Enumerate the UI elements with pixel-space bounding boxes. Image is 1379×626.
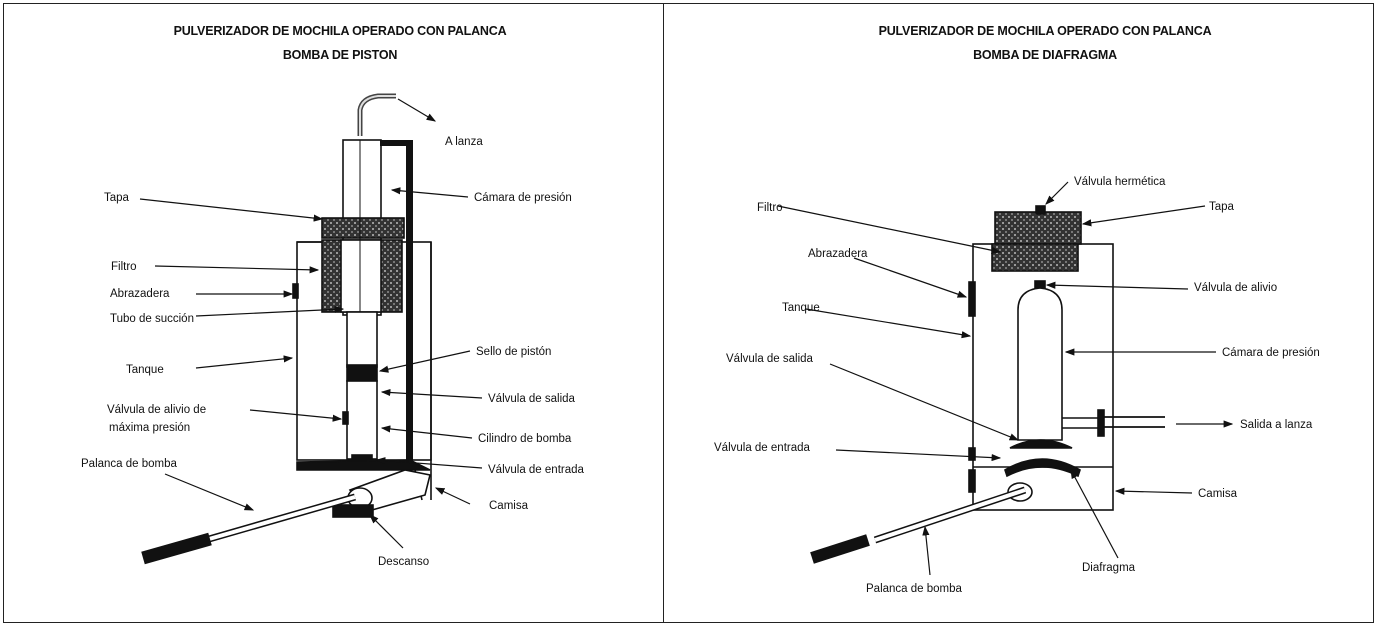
rest-block: [332, 504, 374, 518]
piston-leaders: [139, 98, 483, 549]
label-sello-piston: Sello de pistón: [476, 346, 551, 358]
label-tubo-succion: Tubo de succión: [110, 313, 194, 325]
label-valvula-entrada: Válvula de entrada: [714, 442, 811, 454]
label-palanca-bomba: Palanca de bomba: [81, 458, 178, 470]
pressure-chamber: [1017, 287, 1063, 441]
lance-hose: [357, 93, 396, 136]
pump-cylinder: [346, 380, 378, 460]
label-tapa: Tapa: [1209, 201, 1235, 213]
label-valvula-alivio: Válvula de alivio: [1194, 282, 1277, 294]
left-title-line1: PULVERIZADOR DE MOCHILA OPERADO CON PALA…: [173, 24, 507, 38]
label-camisa: Camisa: [489, 500, 529, 512]
label-a-lanza: A lanza: [445, 136, 483, 148]
label-valvula-salida: Válvula de salida: [488, 393, 576, 405]
label-camara-presion: Cámara de presión: [474, 192, 572, 204]
right-title-line1: PULVERIZADOR DE MOCHILA OPERADO CON PALA…: [878, 24, 1212, 38]
tank-bottom: [296, 459, 431, 471]
label-camisa: Camisa: [1198, 488, 1238, 500]
label-valvula-hermetica: Válvula hermética: [1074, 176, 1166, 188]
piston-labels: A lanza Cámara de presión Tapa Filtro Ab…: [81, 136, 585, 568]
left-title-line2: BOMBA DE PISTON: [282, 48, 398, 62]
diaphragm-leaders: [777, 181, 1234, 576]
piston-seal: [346, 364, 378, 382]
label-descanso: Descanso: [378, 556, 429, 568]
label-abrazadera: Abrazadera: [110, 288, 170, 300]
label-tanque: Tanque: [782, 302, 820, 314]
label-abrazadera: Abrazadera: [808, 248, 868, 260]
filter: [991, 243, 1079, 272]
diaphragm-sprayer-drawing: [810, 205, 1165, 564]
hermetic-valve: [1035, 205, 1046, 215]
piston-sprayer-drawing: [141, 93, 432, 565]
label-valvula-salida: Válvula de salida: [726, 353, 814, 365]
label-camara-presion: Cámara de presión: [1222, 347, 1320, 359]
diaphragm-labels: Válvula hermética Tapa Filtro Abrazadera…: [714, 176, 1320, 595]
label-tapa: Tapa: [104, 192, 130, 204]
label-diafragma: Diafragma: [1082, 562, 1136, 574]
right-title-line2: BOMBA DE DIAFRAGMA: [973, 48, 1117, 62]
label-salida-lanza: Salida a lanza: [1240, 419, 1313, 431]
valve-seat: [1009, 439, 1073, 449]
label-valvula-alivio-1: Válvula de alivio de: [107, 404, 206, 416]
diagram-frame: [3, 3, 1374, 623]
label-tanque: Tanque: [126, 364, 164, 376]
diaphragm: [1004, 458, 1081, 478]
outlet-pipe: [1104, 416, 1165, 428]
cylinder-upper: [346, 311, 378, 368]
panel-divider: [663, 3, 664, 623]
label-filtro: Filtro: [757, 202, 783, 214]
label-cilindro-bomba: Cilindro de bomba: [478, 433, 572, 445]
outer-tube: [380, 140, 412, 146]
cap: [994, 211, 1082, 245]
label-filtro: Filtro: [111, 261, 137, 273]
label-valvula-alivio-2: máxima presión: [109, 422, 190, 434]
cap: [321, 217, 405, 239]
label-palanca-bomba: Palanca de bomba: [866, 583, 963, 595]
label-valvula-entrada: Válvula de entrada: [488, 464, 585, 476]
